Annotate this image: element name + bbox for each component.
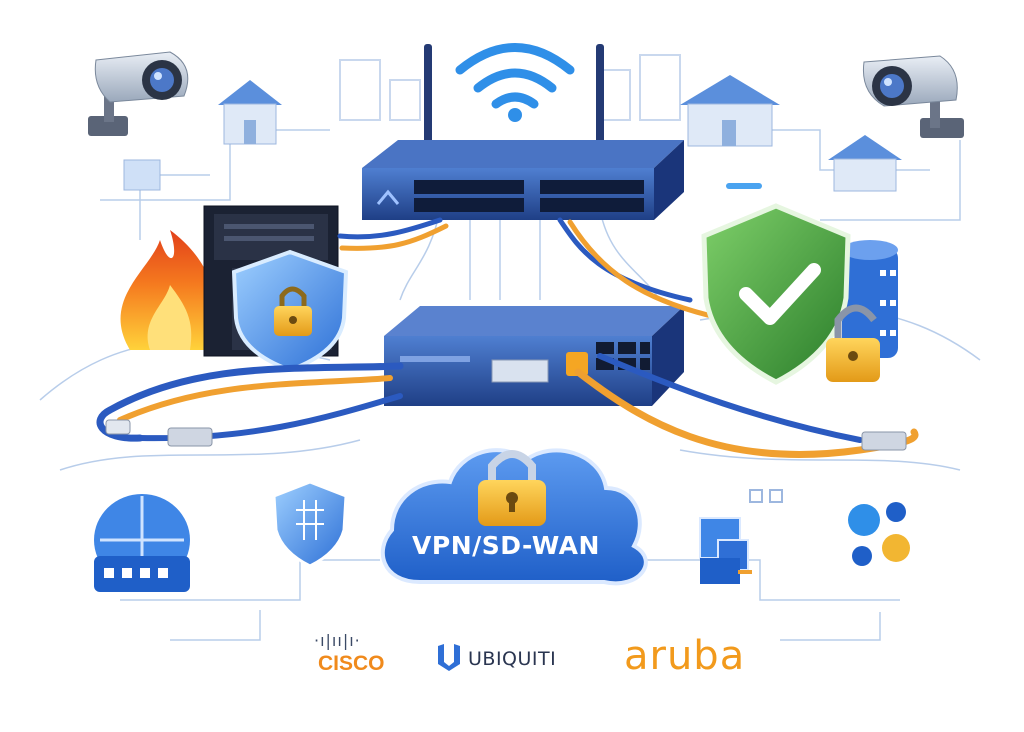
globe-icon [94, 494, 190, 592]
cloud-label: VPN/SD-WAN [412, 531, 600, 560]
security-camera-icon [862, 55, 964, 138]
network-cables [96, 217, 919, 458]
house-icon [828, 135, 902, 192]
router-icon [362, 44, 684, 220]
cisco-mark: ·ı|ıı|ı· [314, 631, 361, 650]
shield-icon [272, 480, 348, 568]
database-icon [842, 240, 898, 358]
cable-connector [105, 419, 907, 451]
ubiquiti-icon [438, 644, 460, 671]
building-icon [339, 54, 681, 121]
lock-icon [826, 304, 880, 382]
box-icon [123, 159, 161, 191]
network-nodes-icon [699, 489, 910, 584]
aruba-wordmark: aruba [624, 633, 746, 679]
house-icon [218, 80, 282, 145]
switch-icon [384, 306, 684, 406]
house-icon [680, 75, 780, 147]
ubiquiti-wordmark: UBIQUITI [468, 648, 557, 670]
wifi-dot [508, 108, 522, 122]
wifi-icon [455, 43, 575, 109]
cisco-wordmark: CISCO [318, 652, 385, 675]
status-dash [726, 183, 762, 189]
cloud-lock-icon [380, 448, 648, 586]
security-camera-icon [88, 51, 189, 136]
